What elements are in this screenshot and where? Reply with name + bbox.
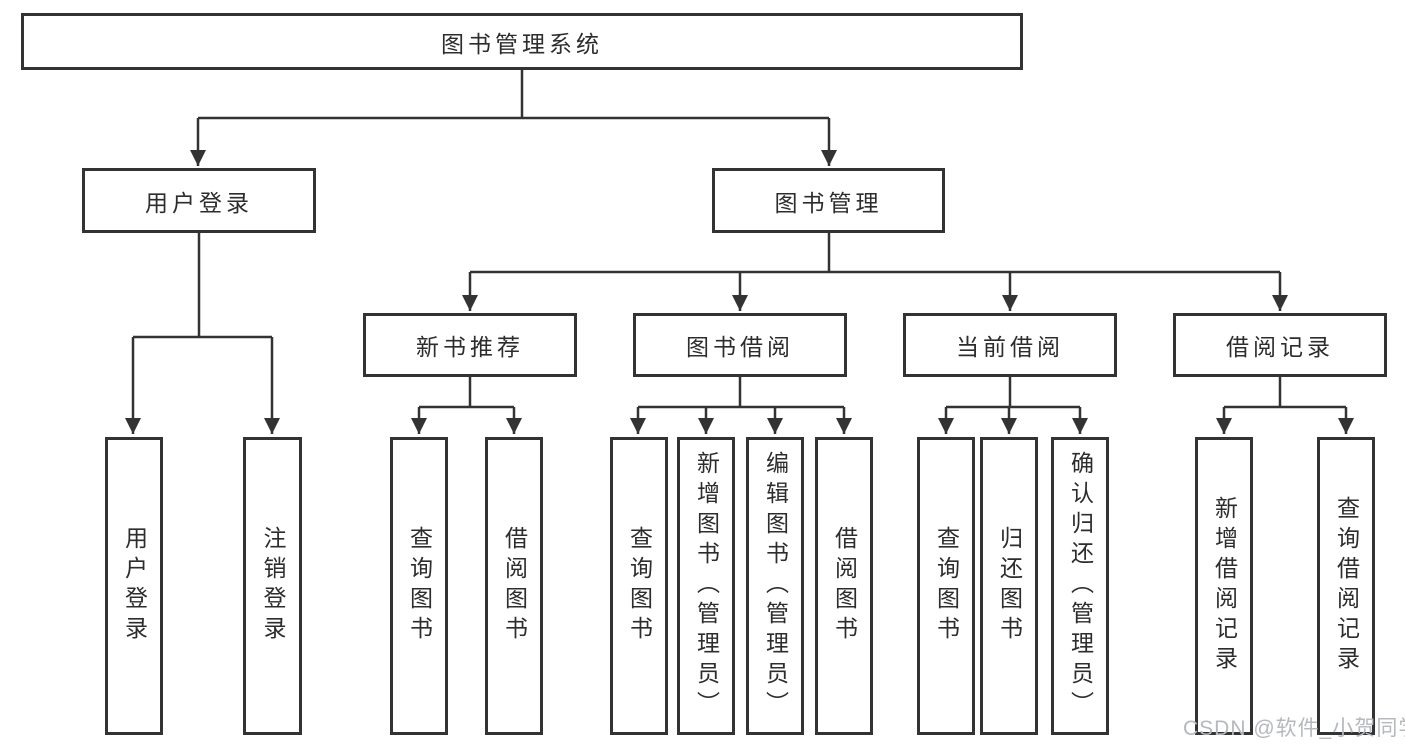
node-label: 查询图书 — [626, 526, 653, 646]
node-label: 用户登录 — [121, 526, 148, 646]
node-label: 注销登录 — [260, 526, 286, 646]
node-user-login-branch: 用户登录 — [82, 168, 316, 233]
node-label: 图书借阅 — [686, 334, 794, 360]
node-add-books-admin: 新增图书（管理员） — [677, 437, 735, 735]
node-label: 查询图书 — [933, 526, 960, 646]
node-label: 借阅图书 — [501, 526, 528, 646]
node-borrowing-records: 借阅记录 — [1173, 313, 1387, 377]
node-new-book-recommendation: 新书推荐 — [363, 313, 577, 377]
node-label: 编辑图书（管理员） — [762, 451, 789, 721]
node-label: 归还图书 — [996, 526, 1023, 646]
node-logout-login: 注销登录 — [243, 437, 302, 735]
node-borrow-books-2: 借阅图书 — [815, 437, 873, 735]
node-book-management: 图书管理 — [712, 168, 945, 233]
node-label: 确认归还（管理员） — [1067, 451, 1094, 721]
node-book-borrowing: 图书借阅 — [633, 313, 847, 377]
node-query-books-2: 查询图书 — [610, 437, 668, 735]
watermark: CSDN @软件_小贺同学 — [1183, 717, 1405, 740]
node-label: 图书管理 — [774, 189, 883, 216]
node-library-management-system: 图书管理系统 — [21, 13, 1023, 70]
node-add-borrow-record: 新增借阅记录 — [1195, 437, 1253, 735]
node-label: 图书管理系统 — [441, 30, 603, 57]
node-confirm-return-admin: 确认归还（管理员） — [1051, 437, 1109, 735]
node-current-borrowing: 当前借阅 — [903, 313, 1117, 377]
node-query-borrow-record: 查询借阅记录 — [1317, 437, 1375, 735]
node-query-books-1: 查询图书 — [390, 437, 448, 735]
node-borrow-books-1: 借阅图书 — [485, 437, 543, 735]
node-query-books-3: 查询图书 — [917, 437, 975, 735]
node-edit-books-admin: 编辑图书（管理员） — [746, 437, 804, 735]
node-return-books: 归还图书 — [980, 437, 1038, 735]
node-label: 当前借阅 — [956, 334, 1064, 360]
node-label: 借阅记录 — [1226, 334, 1334, 360]
node-label: 查询借阅记录 — [1333, 496, 1360, 676]
node-label: 新书推荐 — [416, 334, 524, 360]
node-label: 查询图书 — [406, 526, 433, 646]
node-label: 新增图书（管理员） — [693, 451, 720, 721]
node-label: 新增借阅记录 — [1211, 496, 1238, 676]
node-label: 借阅图书 — [831, 526, 858, 646]
node-user-login: 用户登录 — [105, 437, 163, 735]
node-label: 用户登录 — [145, 189, 253, 216]
